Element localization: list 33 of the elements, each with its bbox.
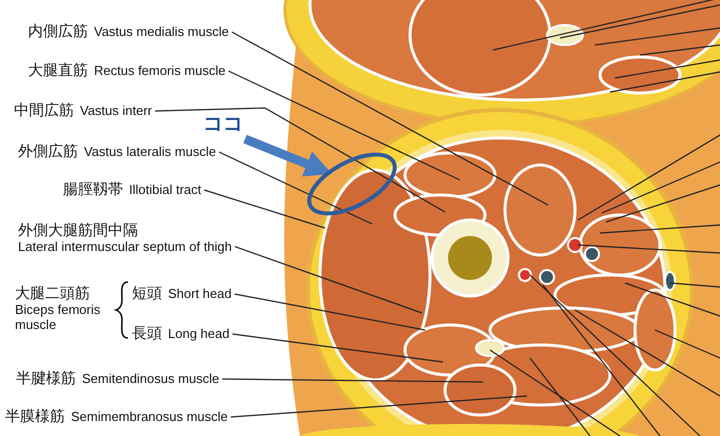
japanese-term: 大腿直筋	[28, 61, 88, 79]
english-term: Short head	[168, 286, 232, 302]
japanese-term: 内側広筋	[28, 22, 88, 40]
leader-line	[204, 189, 326, 229]
leader-line	[228, 70, 460, 181]
japanese-term: 大腿二頭筋	[15, 285, 91, 302]
leader-line	[232, 333, 444, 363]
english-term: Rectus femoris muscle	[94, 63, 226, 79]
english-term: Vastus interr	[80, 103, 152, 119]
english-term: Vastus lateralis muscle	[84, 144, 216, 160]
english-term: Long head	[168, 326, 230, 342]
leader-line	[232, 31, 548, 206]
leader-line	[230, 395, 528, 418]
english-term: Semimembranosus muscle	[71, 409, 228, 425]
japanese-term: 長頭	[132, 324, 162, 342]
english-term: Vastus medialis muscle	[94, 24, 229, 40]
english-term: Semitendinosus muscle	[82, 371, 220, 387]
english-term: Biceps femoris muscle	[15, 303, 102, 333]
callout-text: ココ	[203, 110, 243, 137]
japanese-term: 外側広筋	[18, 142, 78, 160]
leader-line	[234, 293, 426, 331]
japanese-term: 腸脛靱帯	[63, 180, 123, 198]
leader-line	[222, 378, 483, 383]
japanese-term: 中間広筋	[14, 101, 74, 119]
leader-line	[155, 107, 446, 213]
japanese-term: 半腱様筋	[16, 369, 76, 387]
japanese-term: 短頭	[132, 284, 162, 302]
english-term: Illotibial tract	[129, 182, 202, 198]
english-term: Lateral intermuscular septum of thigh	[18, 239, 232, 255]
leader-line	[234, 246, 422, 314]
leader-line	[218, 151, 372, 225]
japanese-term: 半膜様筋	[5, 407, 65, 425]
japanese-term: 外側大腿筋間中隔	[18, 221, 138, 239]
